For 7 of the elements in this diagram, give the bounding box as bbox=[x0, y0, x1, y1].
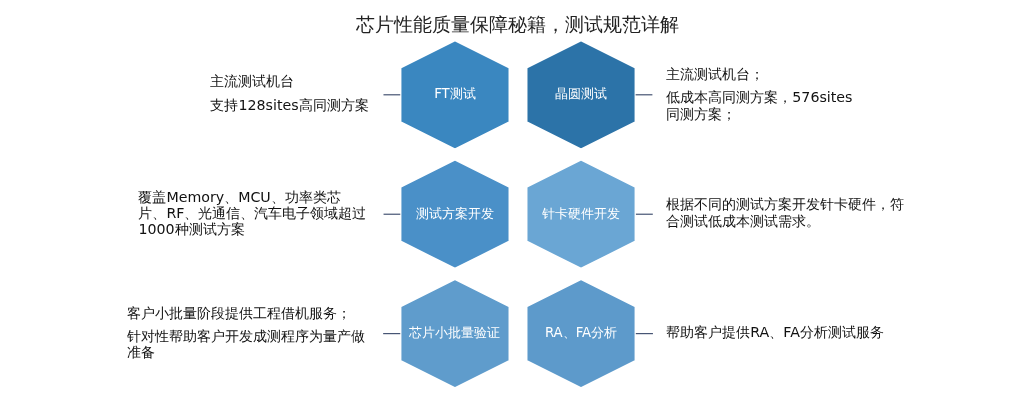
node-text: 覆盖Memory、MCU、功率类芯片、RF、光通信、汽车电子领域超过1000种测试方案 bbox=[138, 188, 367, 238]
node-text: 主流测试机台 支持128sites高同测方案 bbox=[210, 73, 369, 113]
node-text: 帮助客户提供RA、FA分析测试服务 bbox=[666, 324, 884, 341]
node-text: 客户小批量阶段提供工程借机服务； 针对性帮助客户开发成测程序为量产做准备 bbox=[127, 304, 366, 361]
node-text: 根据不同的测试方案开发针卡硬件，符合测试低成本测试需求。 bbox=[666, 196, 905, 229]
node-text: 主流测试机台； 低成本高同测方案，576sites同测方案； bbox=[666, 65, 853, 122]
diagram-title: 芯片性能质量保障秘籍，测试规范详解 bbox=[356, 12, 680, 35]
